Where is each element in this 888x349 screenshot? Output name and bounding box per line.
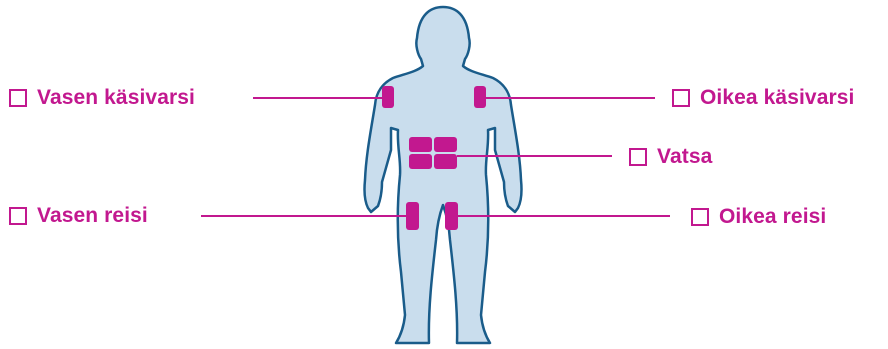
site-option-vatsa[interactable]: Vatsa	[629, 146, 712, 167]
checkbox-vasen-reisi[interactable]	[9, 207, 27, 225]
label-vatsa: Vatsa	[657, 146, 712, 167]
site-option-vasen-reisi[interactable]: Vasen reisi	[9, 205, 148, 226]
checkbox-oikea-kasivarsi[interactable]	[672, 89, 690, 107]
site-option-oikea-kasivarsi[interactable]: Oikea käsivarsi	[672, 87, 854, 108]
site-option-oikea-reisi[interactable]: Oikea reisi	[691, 206, 826, 227]
checkbox-vasen-kasivarsi[interactable]	[9, 89, 27, 107]
checkbox-vatsa[interactable]	[629, 148, 647, 166]
injection-area-vasen-kasivarsi	[382, 86, 394, 108]
injection-area-oikea-kasivarsi	[474, 86, 486, 108]
label-vasen-kasivarsi: Vasen käsivarsi	[37, 87, 195, 108]
injection-area-vatsa-2	[434, 137, 457, 152]
injection-area-vatsa-1	[409, 137, 432, 152]
injection-area-vasen-reisi	[406, 202, 419, 230]
injection-area-vatsa-3	[409, 154, 432, 169]
label-oikea-kasivarsi: Oikea käsivarsi	[700, 87, 854, 108]
injection-area-oikea-reisi	[445, 202, 458, 230]
site-option-vasen-kasivarsi[interactable]: Vasen käsivarsi	[9, 87, 195, 108]
injection-area-vatsa-4	[434, 154, 457, 169]
label-vasen-reisi: Vasen reisi	[37, 205, 148, 226]
checkbox-oikea-reisi[interactable]	[691, 208, 709, 226]
body-silhouette	[364, 7, 521, 343]
label-oikea-reisi: Oikea reisi	[719, 206, 826, 227]
